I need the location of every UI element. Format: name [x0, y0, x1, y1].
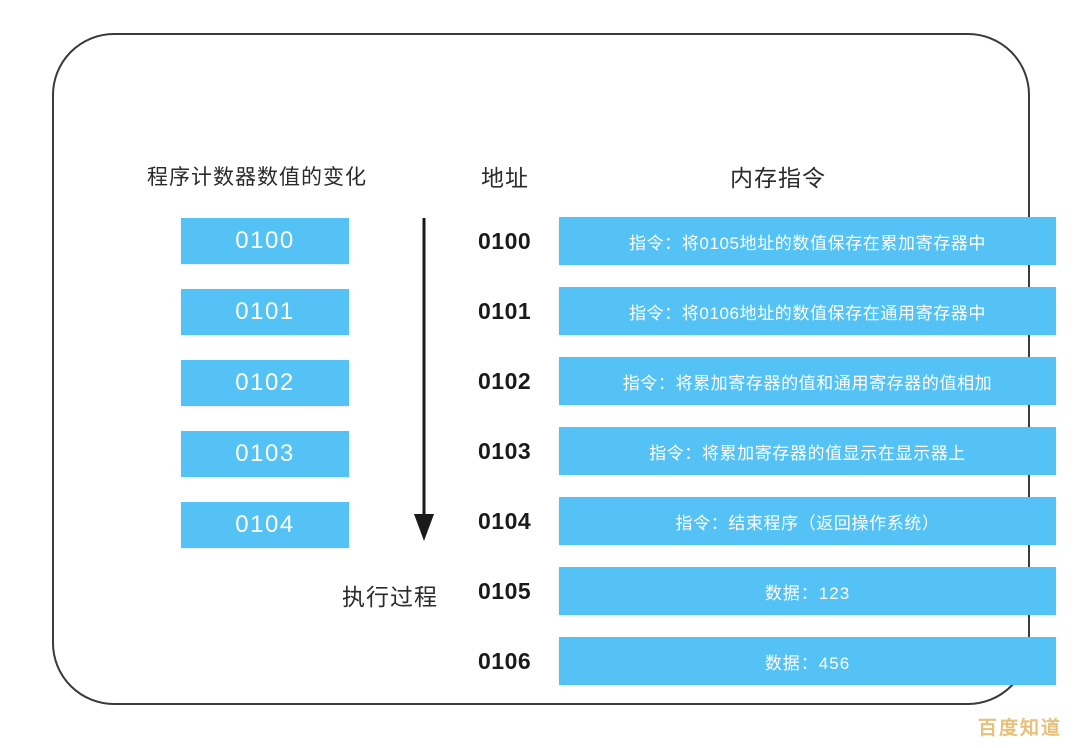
memory-instruction-cell: 指令：将0105地址的数值保存在累加寄存器中: [559, 217, 1056, 265]
memory-row: 0106 数据：456: [478, 637, 1056, 685]
column-header-program-counter: 程序计数器数值的变化: [147, 166, 367, 189]
memory-data-cell: 数据：456: [559, 637, 1056, 685]
watermark-baidu-zhidao: 百度知道: [977, 718, 1062, 739]
memory-instruction-cell: 指令：将累加寄存器的值和通用寄存器的值相加: [559, 357, 1056, 405]
down-arrow-icon: [414, 218, 434, 541]
memory-row: 0104 指令：结束程序（返回操作系统）: [478, 497, 1056, 545]
memory-instruction-cell: 指令：将累加寄存器的值显示在显示器上: [559, 427, 1056, 475]
program-counter-column: 0100 0101 0102 0103 0104: [181, 218, 349, 573]
memory-row: 0102 指令：将累加寄存器的值和通用寄存器的值相加: [478, 357, 1056, 405]
column-header-memory-instruction: 内存指令: [730, 165, 826, 191]
execution-process-label: 执行过程: [342, 584, 438, 610]
memory-address-label: 0103: [478, 437, 532, 464]
program-counter-box: 0103: [181, 431, 349, 477]
memory-address-label: 0101: [478, 297, 532, 324]
memory-row: 0100 指令：将0105地址的数值保存在累加寄存器中: [478, 217, 1056, 265]
memory-address-label: 0104: [478, 507, 532, 534]
memory-data-cell: 数据：123: [559, 567, 1056, 615]
memory-address-label: 0100: [478, 227, 532, 254]
diagram-card: 程序计数器数值的变化 地址 内存指令 0100 0101 0102 0103 0104 …: [52, 33, 1056, 705]
program-counter-box: 0101: [181, 289, 349, 335]
memory-instruction-cell: 指令：将0106地址的数值保存在通用寄存器中: [559, 287, 1056, 335]
execution-flow-arrow: [409, 218, 439, 543]
program-counter-box: 0100: [181, 218, 349, 264]
memory-address-label: 0106: [478, 647, 532, 674]
memory-table: 0100 指令：将0105地址的数值保存在累加寄存器中 0101 指令：将0106地址…: [478, 217, 1056, 707]
memory-instruction-cell: 指令：结束程序（返回操作系统）: [559, 497, 1056, 545]
memory-row: 0103 指令：将累加寄存器的值显示在显示器上: [478, 427, 1056, 475]
memory-address-label: 0102: [478, 367, 532, 394]
column-header-address: 地址: [481, 165, 529, 191]
program-counter-box: 0102: [181, 360, 349, 406]
memory-row: 0105 数据：123: [478, 567, 1056, 615]
program-counter-box: 0104: [181, 502, 349, 548]
memory-row: 0101 指令：将0106地址的数值保存在通用寄存器中: [478, 287, 1056, 335]
memory-address-label: 0105: [478, 577, 532, 604]
